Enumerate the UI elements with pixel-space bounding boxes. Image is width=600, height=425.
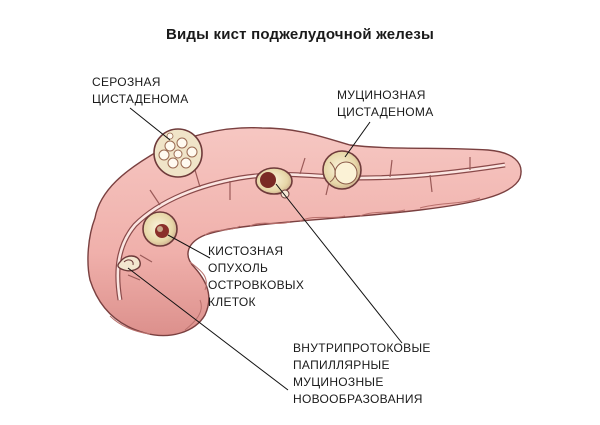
label-line: КЛЕТОК (208, 295, 256, 309)
leader-mucinous (344, 121, 371, 158)
label-line: МУЦИНОЗНАЯ (337, 88, 426, 102)
ipmn-lesion-head (117, 255, 141, 272)
tissue-lobules (109, 197, 481, 335)
label-line: ОСТРОВКОВЫХ (208, 278, 305, 292)
pancreas-body (87, 127, 522, 337)
label-serous-cystadenoma: СЕРОЗНАЯ ЦИСТАДЕНОМА (92, 74, 189, 108)
label-mucinous-cystadenoma: МУЦИНОЗНАЯ ЦИСТАДЕНОМА (337, 87, 434, 121)
leader-islet (167, 234, 211, 259)
label-line: КИСТОЗНАЯ (208, 244, 284, 258)
label-line: СЕРОЗНАЯ (92, 75, 161, 89)
label-line: НОВООБРАЗОВАНИЯ (293, 392, 423, 406)
label-line: ЦИСТАДЕНОМА (337, 105, 434, 119)
leader-lines (127, 107, 403, 391)
label-islet-cell-tumor: КИСТОЗНАЯ ОПУХОЛЬ ОСТРОВКОВЫХ КЛЕТОК (208, 243, 304, 311)
serous-cystadenoma-cyst (153, 128, 203, 178)
islet-cell-tumor-cyst (142, 211, 178, 247)
label-ipmn: ВНУТРИПРОТОКОВЫЕ ПАПИЛЛЯРНЫЕ МУЦИНОЗНЫЕ … (293, 340, 431, 408)
mucinous-cystadenoma-cyst (322, 150, 362, 190)
diagram-title: Виды кист поджелудочной железы (165, 26, 435, 43)
label-line: ПАПИЛЛЯРНЫЕ (293, 358, 390, 372)
label-line: МУЦИНОЗНЫЕ (293, 375, 384, 389)
label-line: ВНУТРИПРОТОКОВЫЕ (293, 341, 431, 355)
leader-serous (129, 107, 171, 141)
label-line: ОПУХОЛЬ (208, 261, 269, 275)
leader-ipmn-head (127, 267, 289, 391)
ipmn-lesion-duct (255, 167, 293, 199)
leader-ipmn-duct (275, 183, 403, 344)
label-line: ЦИСТАДЕНОМА (92, 92, 189, 106)
side-ducts (127, 157, 471, 281)
